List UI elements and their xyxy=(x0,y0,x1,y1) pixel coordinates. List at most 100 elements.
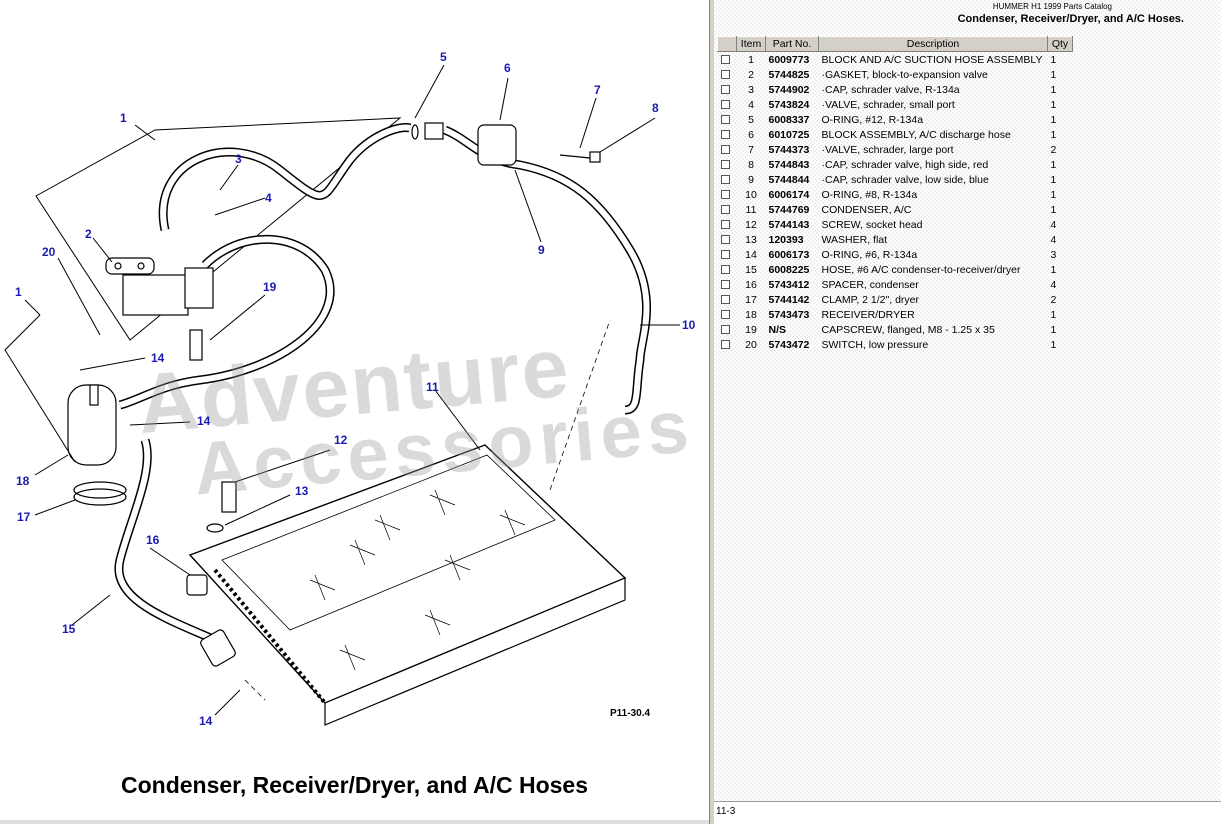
cell-qty: 1 xyxy=(1050,263,1057,276)
row-checkbox[interactable] xyxy=(720,310,730,320)
callout-7: 7 xyxy=(594,83,601,97)
row-checkbox[interactable] xyxy=(720,220,730,230)
cell-part-no[interactable]: 6009773 xyxy=(768,53,810,66)
column-header-select[interactable] xyxy=(717,36,737,52)
row-checkbox-cell[interactable] xyxy=(718,232,737,247)
row-checkbox-cell[interactable] xyxy=(718,202,737,217)
row-checkbox-cell[interactable] xyxy=(718,82,737,97)
row-checkbox-cell[interactable] xyxy=(718,247,737,262)
row-checkbox[interactable] xyxy=(720,280,730,290)
row-checkbox-cell[interactable] xyxy=(718,262,737,277)
row-checkbox[interactable] xyxy=(720,85,730,95)
cell-part-no[interactable]: 5744142 xyxy=(768,293,810,306)
row-checkbox[interactable] xyxy=(720,115,730,125)
row-checkbox[interactable] xyxy=(720,145,730,155)
row-checkbox-cell[interactable] xyxy=(718,277,737,292)
cell-qty: 1 xyxy=(1050,113,1057,126)
row-checkbox-cell[interactable] xyxy=(718,172,737,187)
diagram-pane: Adventure Accessories 1 1 2 3 4 5 6 7 8 … xyxy=(0,51,709,824)
cell-description: SWITCH, low pressure xyxy=(821,338,929,351)
row-checkbox[interactable] xyxy=(720,295,730,305)
cell-part-no[interactable]: 5744844 xyxy=(768,173,810,186)
row-checkbox-cell[interactable] xyxy=(718,157,737,172)
row-checkbox[interactable] xyxy=(720,265,730,275)
cell-part-no[interactable]: 6006173 xyxy=(768,248,810,261)
cell-qty: 1 xyxy=(1050,338,1057,351)
row-checkbox-cell[interactable] xyxy=(718,307,737,322)
row-checkbox[interactable] xyxy=(720,340,730,350)
cell-item: 12 xyxy=(745,218,757,231)
parts-pane: HUMMER H1 1999 Parts Catalog Condenser, … xyxy=(714,0,1221,824)
row-checkbox[interactable] xyxy=(720,235,730,245)
column-header-qty[interactable]: Qty xyxy=(1047,36,1073,52)
cell-part-no[interactable]: 5743472 xyxy=(768,338,810,351)
cell-description: CONDENSER, A/C xyxy=(821,203,912,216)
row-checkbox-cell[interactable] xyxy=(718,112,737,127)
row-checkbox[interactable] xyxy=(720,205,730,215)
cell-part-no[interactable]: 6008337 xyxy=(768,113,810,126)
row-checkbox[interactable] xyxy=(720,160,730,170)
row-checkbox[interactable] xyxy=(720,130,730,140)
cell-part-no[interactable]: 5744143 xyxy=(768,218,810,231)
table-header-row: Item Part No. Description Qty xyxy=(717,36,1073,52)
callout-20: 20 xyxy=(42,245,56,259)
cell-item: 8 xyxy=(748,158,754,171)
cell-part-no[interactable]: 5743473 xyxy=(768,308,810,321)
cell-description: CLAMP, 2 1/2", dryer xyxy=(821,293,920,306)
cell-part-no[interactable]: 5744902 xyxy=(768,83,810,96)
row-checkbox-cell[interactable] xyxy=(718,97,737,112)
row-checkbox[interactable] xyxy=(720,190,730,200)
row-checkbox-cell[interactable] xyxy=(718,337,737,352)
cell-part-no[interactable]: 6010725 xyxy=(768,128,810,141)
row-checkbox-cell[interactable] xyxy=(718,67,737,82)
column-header-description[interactable]: Description xyxy=(818,36,1048,52)
cell-part-no[interactable]: 5744825 xyxy=(768,68,810,81)
row-checkbox-cell[interactable] xyxy=(718,292,737,307)
row-checkbox-cell[interactable] xyxy=(718,322,737,337)
cell-part-no[interactable]: 5744843 xyxy=(768,158,810,171)
row-checkbox-cell[interactable] xyxy=(718,127,737,142)
cell-part-no[interactable]: 120393 xyxy=(768,233,804,246)
cell-item: 3 xyxy=(748,83,754,96)
row-checkbox[interactable] xyxy=(720,55,730,65)
row-checkbox[interactable] xyxy=(720,250,730,260)
row-checkbox[interactable] xyxy=(720,70,730,80)
column-header-item[interactable]: Item xyxy=(736,36,766,52)
row-checkbox[interactable] xyxy=(720,175,730,185)
cell-part-no[interactable]: 5744769 xyxy=(768,203,810,216)
row-checkbox-cell[interactable] xyxy=(718,142,737,157)
cell-part-no[interactable]: 5743824 xyxy=(768,98,810,111)
row-checkbox-cell[interactable] xyxy=(718,187,737,202)
cell-part-no[interactable]: 5743412 xyxy=(768,278,810,291)
row-checkbox[interactable] xyxy=(720,100,730,110)
row-checkbox-cell[interactable] xyxy=(718,52,737,68)
row-checkbox-cell[interactable] xyxy=(718,217,737,232)
cell-part-no[interactable]: 5744373 xyxy=(768,143,810,156)
cell-part-no[interactable]: 6006174 xyxy=(768,188,810,201)
cell-part-no[interactable]: N/S xyxy=(768,323,787,336)
row-checkbox[interactable] xyxy=(720,325,730,335)
column-header-part-no[interactable]: Part No. xyxy=(765,36,819,52)
cell-qty: 1 xyxy=(1050,323,1057,336)
cell-part-no[interactable]: 6008225 xyxy=(768,263,810,276)
